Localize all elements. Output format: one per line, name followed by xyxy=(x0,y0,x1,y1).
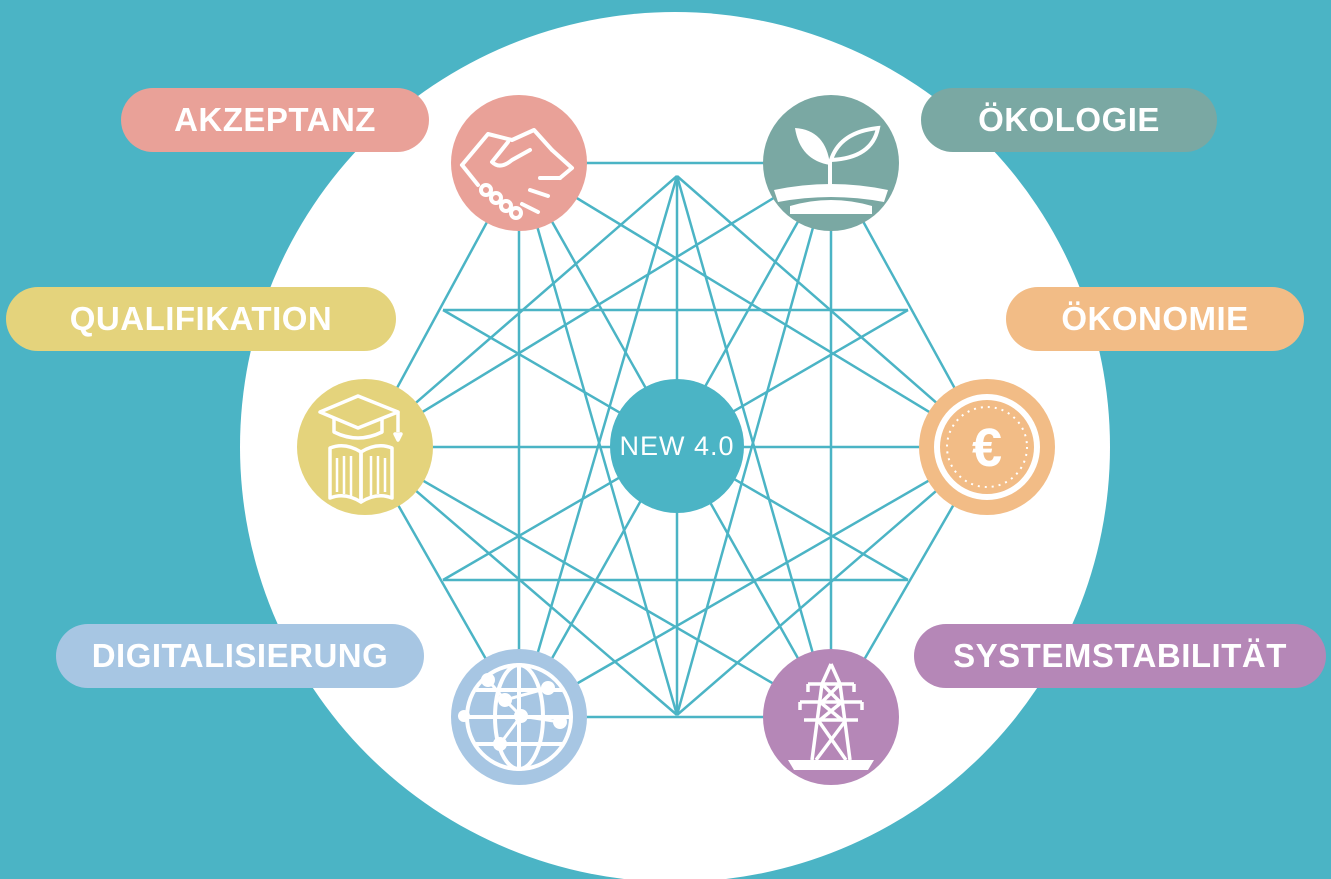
euro-coin-icon: € xyxy=(934,394,1040,500)
network-line xyxy=(676,446,988,716)
center-label: NEW 4.0 xyxy=(619,430,735,461)
network-line xyxy=(675,175,833,718)
node-oekonomie: € xyxy=(919,379,1055,515)
node-qualifikation xyxy=(297,379,433,515)
handshake-icon xyxy=(460,128,574,220)
node-digitalisierung xyxy=(451,649,587,785)
label-oekonomie: ÖKONOMIE xyxy=(1006,287,1304,351)
network-line xyxy=(518,445,988,719)
label-akzeptanz: AKZEPTANZ xyxy=(121,88,429,152)
center-node xyxy=(610,379,744,513)
network-line xyxy=(364,445,832,719)
network-line xyxy=(676,175,988,448)
network-line xyxy=(364,446,678,716)
network-line xyxy=(364,161,832,449)
network-line xyxy=(517,162,679,716)
network-line xyxy=(364,175,678,448)
power-pylon-icon xyxy=(798,663,864,762)
label-oekologie: ÖKOLOGIE xyxy=(921,88,1217,152)
network-line xyxy=(518,161,988,449)
node-systemstabilitaet xyxy=(763,649,899,785)
label-systemstabilitaet: SYSTEMSTABILITÄT xyxy=(914,624,1326,688)
node-akzeptanz xyxy=(451,95,587,231)
label-digitalisierung: DIGITALISIERUNG xyxy=(56,624,424,688)
node-oekologie xyxy=(763,95,899,231)
network-line xyxy=(517,175,679,718)
graduation-cap-book-icon xyxy=(318,394,403,504)
svg-text:€: € xyxy=(972,418,1002,478)
label-qualifikation: QUALIFIKATION xyxy=(6,287,396,351)
plant-sprout-icon xyxy=(774,125,888,214)
network-line xyxy=(675,162,833,716)
